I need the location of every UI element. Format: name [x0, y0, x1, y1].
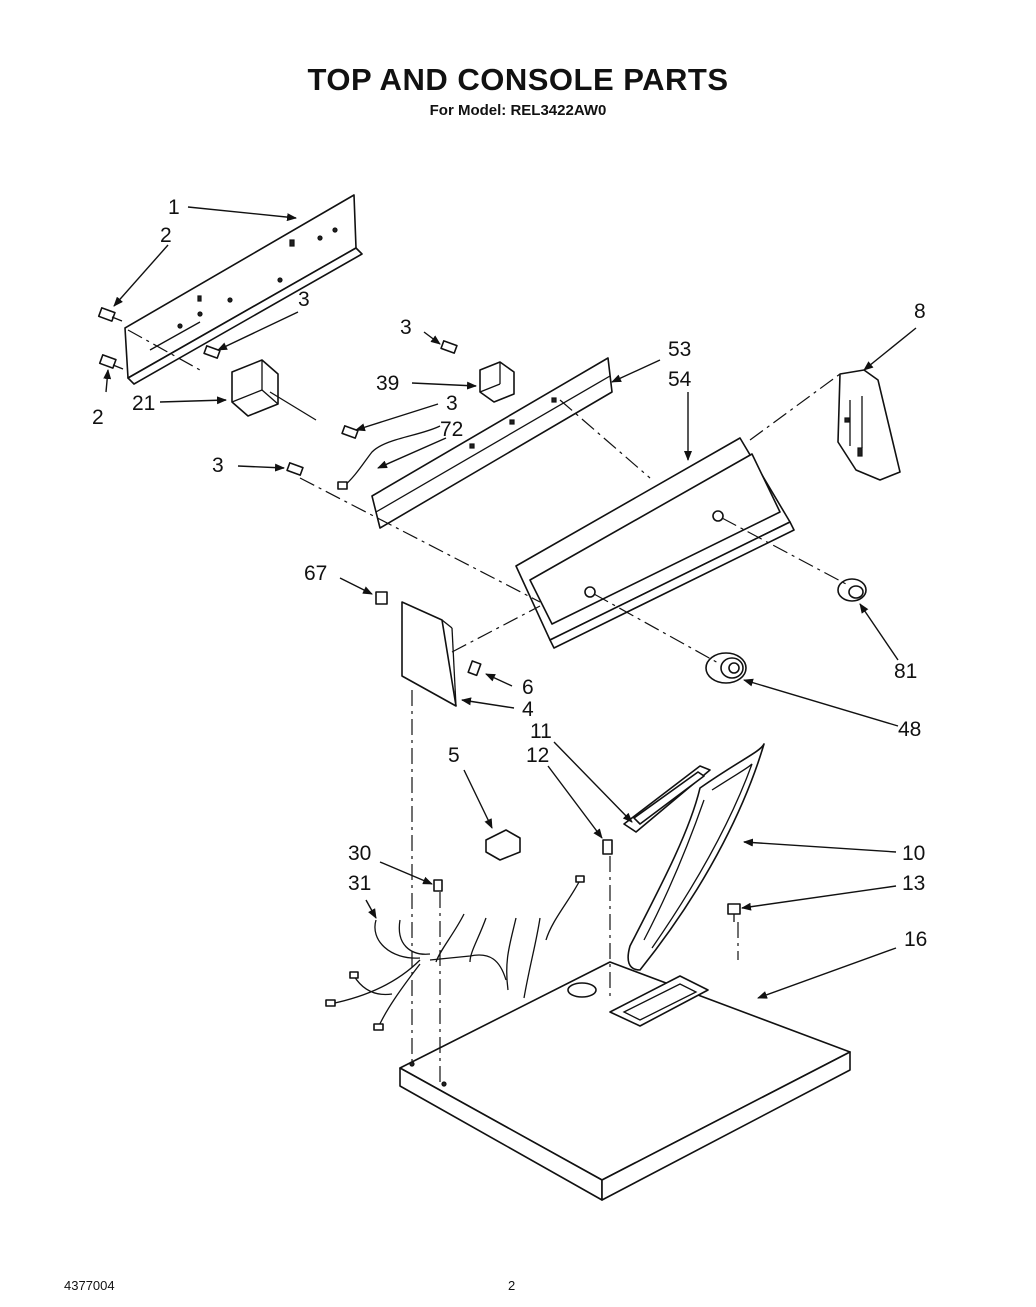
part-2-screw-lower — [98, 354, 124, 370]
part-4-bracket — [401, 601, 457, 707]
page-title: TOP AND CONSOLE PARTS — [307, 62, 729, 97]
callout-3-d: 3 — [212, 454, 224, 477]
callout-67: 67 — [304, 562, 327, 585]
part-2-screw-upper — [97, 307, 123, 322]
callout-16: 16 — [904, 928, 927, 951]
document-number: 4377004 — [64, 1278, 115, 1293]
callout-1: 1 — [168, 196, 180, 219]
part-67-clip — [375, 591, 388, 605]
assembly-centerlines — [127, 329, 847, 1084]
part-6-screw — [467, 660, 482, 677]
part-72-wire-harness — [337, 425, 441, 490]
callout-4: 4 — [522, 698, 534, 721]
callout-3-c: 3 — [446, 392, 458, 415]
part-10-lint-filter — [627, 743, 765, 971]
part-81-knob — [837, 578, 867, 602]
callout-12: 12 — [526, 744, 549, 767]
part-16-top-panel — [399, 961, 851, 1201]
callout-81: 81 — [894, 660, 917, 683]
part-21-timer — [231, 359, 317, 421]
part-48-knob — [705, 652, 747, 684]
part-53-console-bracket — [371, 357, 613, 529]
part-1-console-back-panel — [124, 194, 363, 385]
callout-11: 11 — [530, 720, 552, 743]
page-number: 2 — [508, 1278, 516, 1293]
part-13-screw — [727, 903, 741, 922]
callout-3-a: 3 — [298, 288, 310, 311]
callout-leaders — [103, 206, 917, 999]
part-3-screw-d — [286, 462, 304, 476]
callout-labels: 1 2 2 3 3 3 3 8 21 39 53 54 72 67 6 4 81… — [92, 196, 927, 951]
callout-13: 13 — [902, 872, 925, 895]
callout-8: 8 — [914, 300, 926, 323]
part-3-screw-b — [440, 340, 458, 354]
callout-53: 53 — [668, 338, 691, 361]
callout-3-b: 3 — [400, 316, 412, 339]
part-31-wire-harness — [325, 875, 585, 1031]
part-3-screw-a — [203, 345, 221, 359]
part-30-clip — [433, 879, 443, 892]
callout-54: 54 — [668, 368, 692, 391]
part-5-terminal-block — [485, 829, 521, 861]
callout-21: 21 — [132, 392, 155, 415]
callout-30: 30 — [348, 842, 371, 865]
callout-48: 48 — [898, 718, 921, 741]
part-11-lint-cover — [623, 765, 711, 833]
part-8-end-cap — [837, 369, 901, 481]
callout-6: 6 — [522, 676, 534, 699]
part-3-screw-c — [341, 425, 359, 439]
callout-31: 31 — [348, 872, 371, 895]
model-subtitle: For Model: REL3422AW0 — [429, 102, 607, 119]
callout-72: 72 — [440, 418, 463, 441]
callout-2-lower: 2 — [92, 406, 104, 429]
part-39-switch — [479, 361, 515, 403]
part-12-clip — [602, 839, 613, 855]
callout-39: 39 — [376, 372, 399, 395]
part-54-console — [515, 437, 795, 649]
callout-5: 5 — [448, 744, 460, 767]
callout-10: 10 — [902, 842, 925, 865]
callout-2-upper: 2 — [160, 224, 172, 247]
